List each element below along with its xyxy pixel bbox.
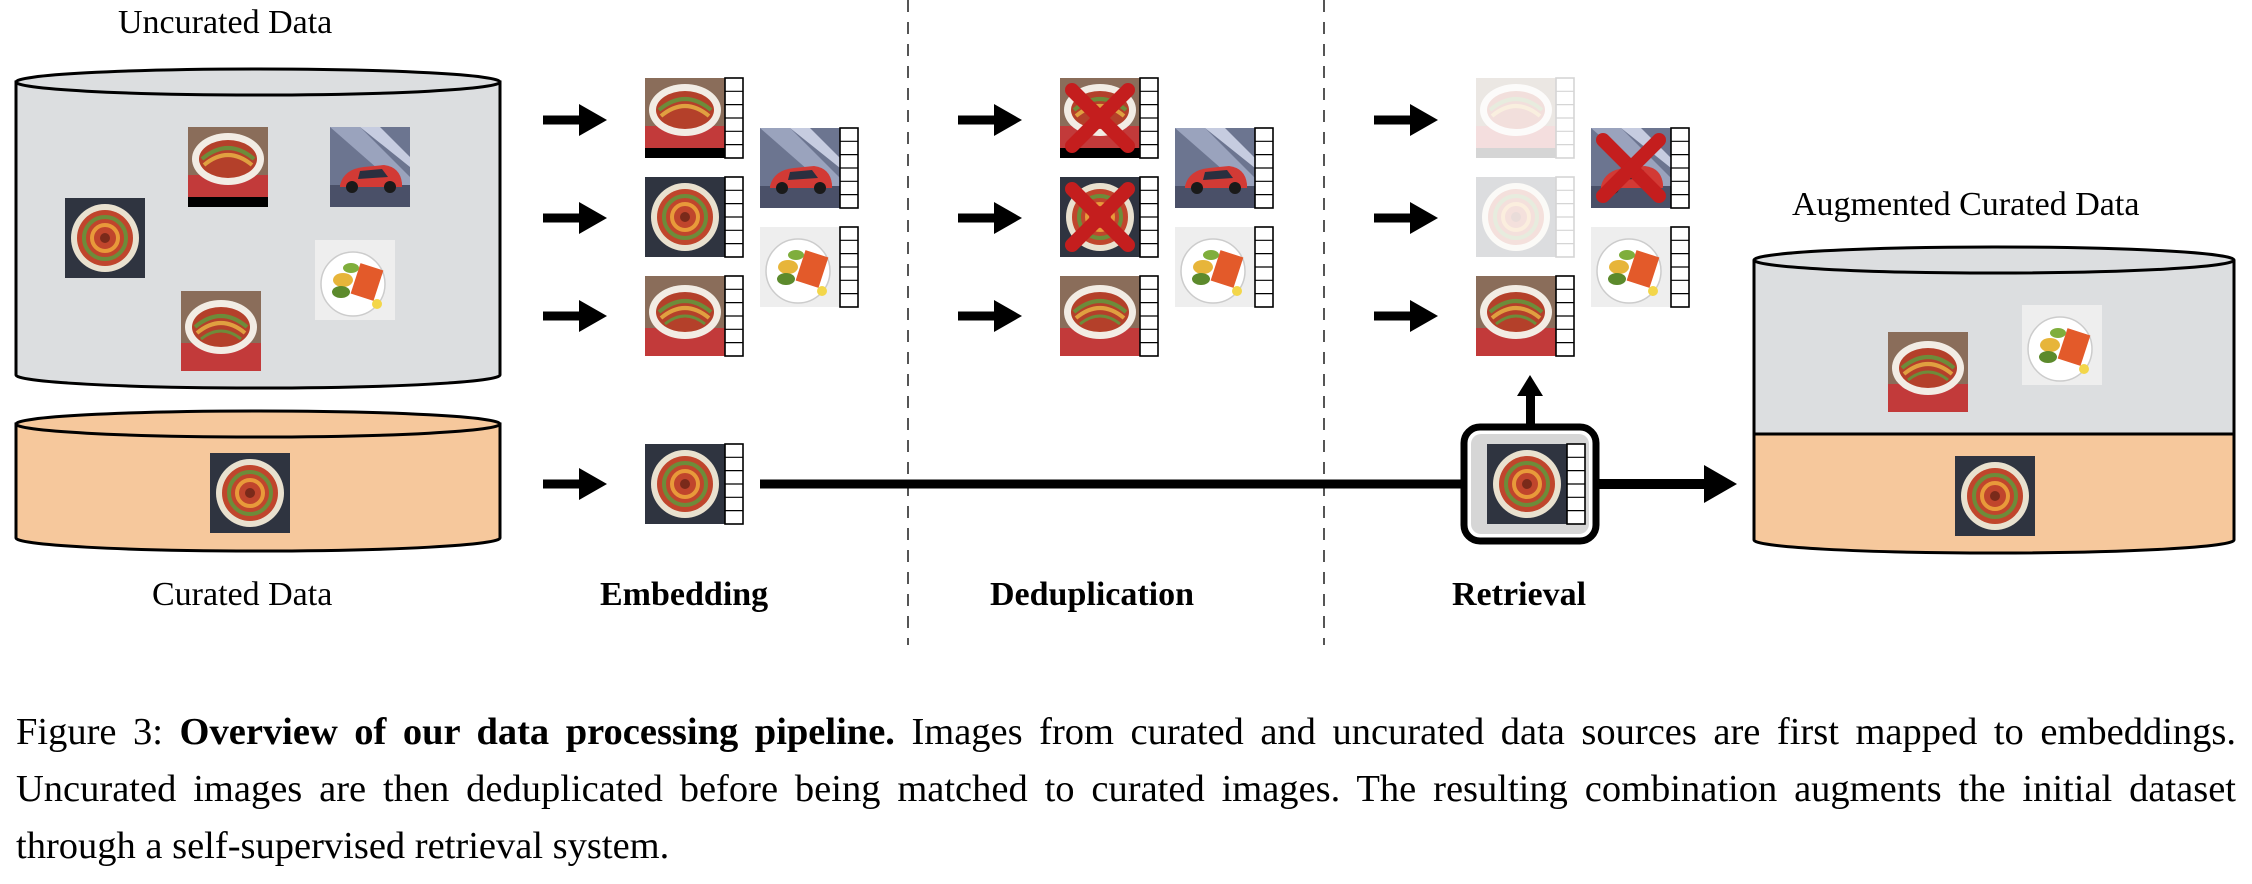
augmented-data-label: Augmented Curated Data [1792,186,2140,223]
pipeline-diagram [14,0,2236,645]
caption-prefix: Figure 3: [16,711,180,753]
vegetable-plate-image [314,239,396,321]
arrow-icon [1704,465,1737,503]
augmented-oval-image [1886,330,1970,414]
arrow-icon [958,104,1022,136]
deduplication-stage-label: Deduplication [990,576,1195,613]
embedding-stage-label: Embedding [600,576,769,613]
arrow-icon [543,202,607,234]
augmented-database [1752,245,2236,555]
caption-title: Overview of our data processing pipeline… [179,711,895,753]
retrieval-stage [1374,76,1737,545]
caption-body: Images from curated and uncurated data s… [16,711,2237,867]
curated-tart-image [208,451,292,535]
curated-database [14,409,502,553]
arrow-icon [1374,300,1438,332]
curated-data-label: Curated Data [152,576,333,613]
arrow-icon [1374,104,1438,136]
arrow-icon [543,468,607,500]
embedding-stage [543,76,859,526]
figure-caption: Figure 3: Overview of our data processin… [16,704,2236,875]
uncurated-data-label: Uncurated Data [118,4,333,41]
deduplication-stage [958,76,1274,358]
red-car-image [330,127,410,207]
retrieval-stage-label: Retrieval [1452,576,1587,613]
ratatouille-round-image [63,196,147,280]
arrow-icon [1374,202,1438,234]
arrow-icon [958,202,1022,234]
arrow-icon [543,104,607,136]
ratatouille-oval-image [186,125,270,209]
arrow-icon [543,300,607,332]
arrow-icon [958,300,1022,332]
arrow-up-icon [1517,375,1543,396]
augmented-tart-image [1953,454,2037,538]
ratatouille-oval-image [179,289,263,373]
uncurated-database [14,67,502,390]
augmented-plate-image [2021,304,2103,386]
